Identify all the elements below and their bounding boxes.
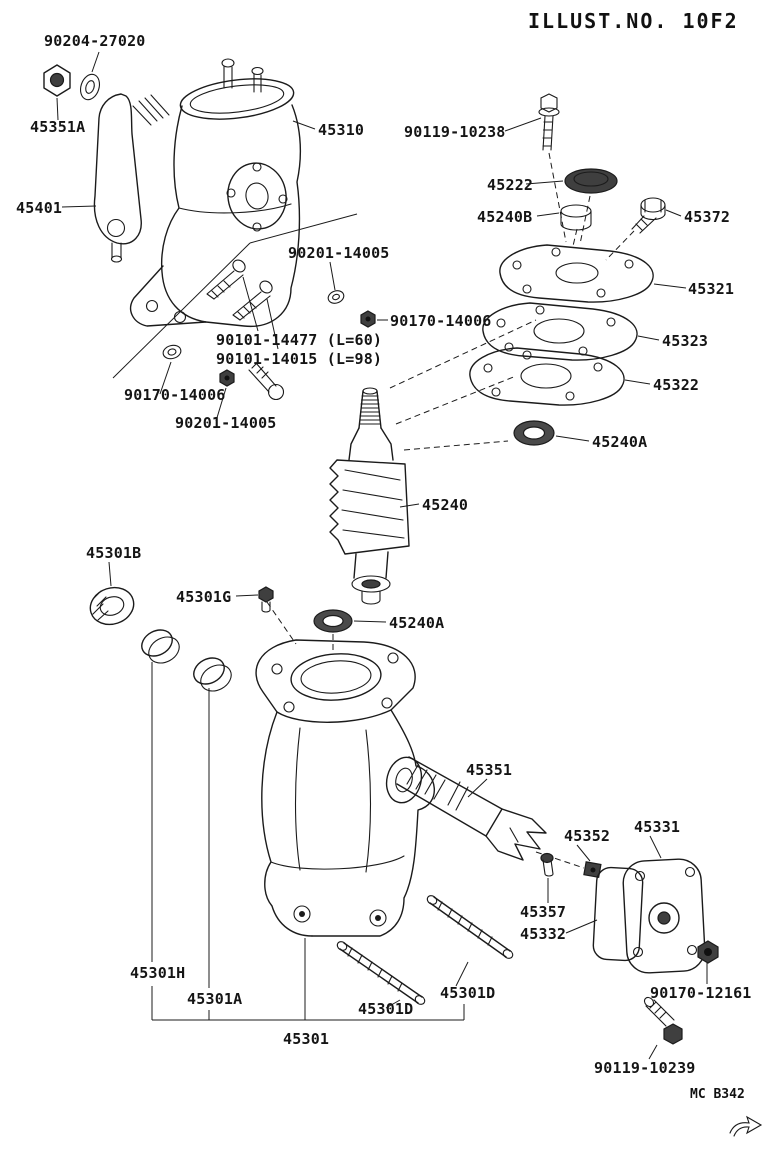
cover-bolt-drawing xyxy=(538,93,560,151)
nut-drawing-upper xyxy=(360,310,376,328)
part-label-45351: 45351 xyxy=(466,761,512,779)
sector-shaft-drawing xyxy=(396,756,547,861)
revision-mark-icon xyxy=(729,1115,763,1137)
steering-gear-housing-drawing xyxy=(129,58,302,327)
cover-nut-drawing xyxy=(697,940,719,964)
part-label-45240a-mid: 45240A xyxy=(389,614,444,632)
part-label-45301b: 45301B xyxy=(86,544,141,562)
seal-ring-45301b-drawing xyxy=(89,586,135,626)
gasket-45323-drawing xyxy=(482,302,638,361)
part-label-90119-10238: 90119-10238 xyxy=(404,123,506,141)
bushing-45240b-drawing xyxy=(560,204,592,231)
plug-45372-drawing xyxy=(631,197,666,234)
side-cover-45331-drawing xyxy=(622,858,706,974)
pitman-arm-drawing xyxy=(93,93,170,263)
part-label-45401: 45401 xyxy=(16,199,62,217)
bushing-45301a-drawing xyxy=(193,657,232,692)
pitman-arm-nut-drawing xyxy=(43,64,101,101)
gasket-45322-drawing xyxy=(469,347,625,406)
housing-bolt-drawing xyxy=(206,259,273,321)
part-label-45222: 45222 xyxy=(487,176,533,194)
plug-45301g-drawing xyxy=(258,586,274,613)
part-label-45301h: 45301H xyxy=(130,964,185,982)
cover-bolt-10239-drawing xyxy=(643,996,683,1045)
washer-drawing-upper xyxy=(327,290,345,304)
part-label-90170-14006-a: 90170-14006 xyxy=(390,312,492,330)
part-label-90201-14005-a: 90201-14005 xyxy=(288,244,390,262)
part-label-90170-14006-b: 90170-14006 xyxy=(124,386,226,404)
part-label-45301: 45301 xyxy=(283,1030,329,1048)
cover-plate-drawing xyxy=(499,244,654,303)
part-label-45332: 45332 xyxy=(520,925,566,943)
part-label-45321: 45321 xyxy=(688,280,734,298)
catalog-code: MC B342 xyxy=(690,1087,745,1102)
leader-lines xyxy=(56,51,708,1060)
part-label-45240a-right: 45240A xyxy=(592,433,647,451)
part-label-45323: 45323 xyxy=(662,332,708,350)
part-label-45240: 45240 xyxy=(422,496,468,514)
part-label-90101-14477: 90101-14477 (L=60) xyxy=(216,331,382,349)
part-label-45310: 45310 xyxy=(318,121,364,139)
part-labels: 90204-27020 45351A 45310 90119-10238 454… xyxy=(16,32,752,1077)
part-label-90119-10239: 90119-10239 xyxy=(594,1059,696,1077)
stud-drawing-lower xyxy=(336,941,426,1005)
part-label-90201-14005-b: 90201-14005 xyxy=(175,414,277,432)
adjust-bolt-45357-drawing xyxy=(540,852,554,877)
part-label-45357: 45357 xyxy=(520,903,566,921)
group-bracket-lines xyxy=(151,662,465,1021)
part-label-45301d-b: 45301D xyxy=(358,1000,413,1018)
gear-housing-drawing xyxy=(255,639,435,937)
assembly-dashed-lines xyxy=(266,152,635,869)
part-label-45372: 45372 xyxy=(684,208,730,226)
worm-shaft-drawing xyxy=(329,387,410,605)
bushing-45301h-drawing xyxy=(141,629,180,664)
washer-drawing-lower xyxy=(162,344,182,360)
lower-bolt-drawing xyxy=(248,361,285,401)
part-label-45301d-a: 45301D xyxy=(440,984,495,1002)
part-label-90101-14015: 90101-14015 (L=98) xyxy=(216,350,382,368)
oil-seal-right-drawing xyxy=(513,420,555,446)
construction-lines xyxy=(112,213,358,379)
part-label-90170-12161: 90170-12161 xyxy=(650,984,752,1002)
part-label-45352: 45352 xyxy=(564,827,610,845)
part-label-45301a: 45301A xyxy=(187,990,242,1008)
part-label-45331: 45331 xyxy=(634,818,680,836)
illust-number: ILLUST.NO. 10F2 xyxy=(528,9,739,33)
cover-gasket-45332-drawing xyxy=(592,866,644,962)
part-label-45240b: 45240B xyxy=(477,208,532,226)
part-label-45301g: 45301G xyxy=(176,588,231,606)
part-label-45351a: 45351A xyxy=(30,118,85,136)
lock-nut-45352-drawing xyxy=(583,861,602,878)
stud-drawing-upper xyxy=(426,895,514,959)
sealing-cap-drawing xyxy=(564,168,618,194)
nut-drawing-lower xyxy=(219,369,235,387)
oil-seal-mid-drawing xyxy=(313,609,353,633)
part-label-90204-27020: 90204-27020 xyxy=(44,32,146,50)
part-label-45322: 45322 xyxy=(653,376,699,394)
